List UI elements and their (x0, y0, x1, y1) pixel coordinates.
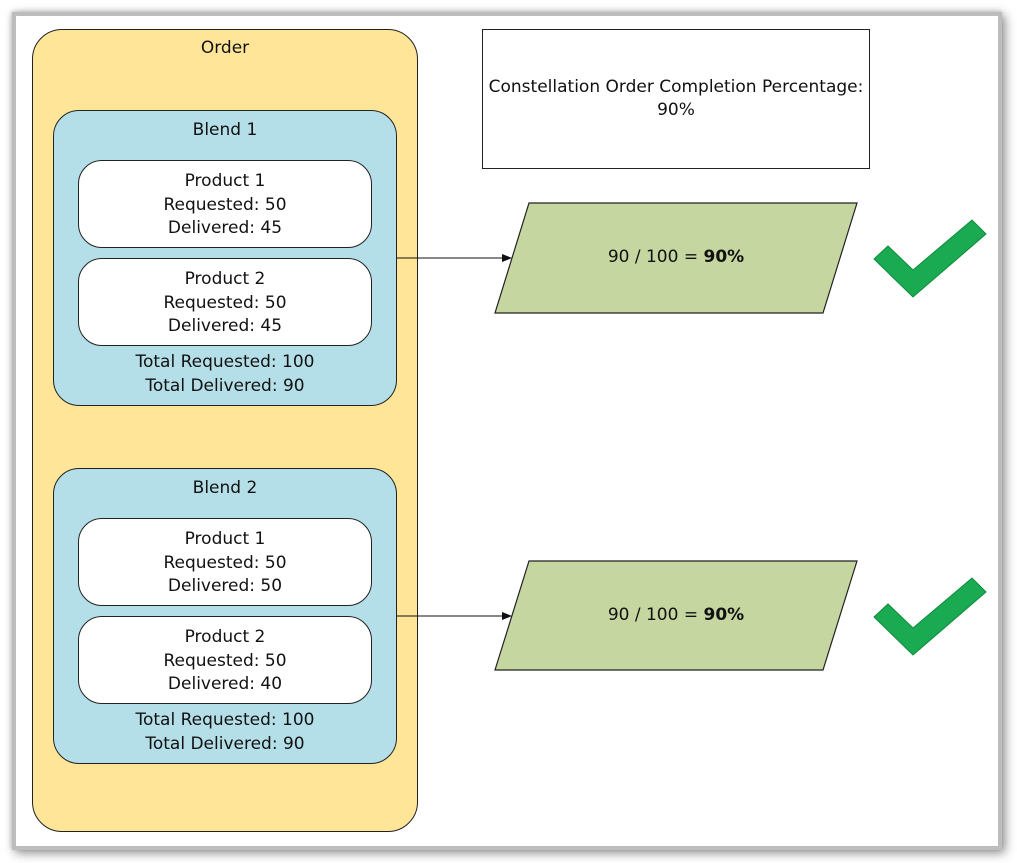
product-requested: Requested: 50 (163, 650, 287, 671)
blend-2-product-1: Product 1 Requested: 50 Delivered: 50 (78, 518, 372, 606)
blend-1-product-2: Product 2 Requested: 50 Delivered: 45 (78, 258, 372, 346)
summary-label: Constellation Order Completion Percentag… (488, 77, 864, 97)
total-delivered: Total Delivered: 90 (145, 733, 305, 754)
product-name: Product 2 (184, 269, 266, 289)
result-formula: 90 / 100 = (607, 247, 704, 267)
product-name: Product 1 (184, 529, 266, 549)
product-requested: Requested: 50 (163, 194, 287, 215)
blend-2-product-2: Product 2 Requested: 50 Delivered: 40 (78, 616, 372, 704)
blend-1-title: Blend 1 (192, 120, 258, 140)
blend-1-product-1: Product 1 Requested: 50 Delivered: 45 (78, 160, 372, 248)
total-requested: Total Requested: 100 (135, 710, 315, 730)
result-formula: 90 / 100 = (607, 605, 704, 625)
product-delivered: Delivered: 45 (167, 316, 283, 336)
blend-1-result-parallelogram (494, 202, 858, 314)
blend-2-totals: Total Requested: 100 Total Delivered: 90 (53, 709, 397, 756)
total-delivered: Total Delivered: 90 (145, 375, 305, 396)
product-delivered: Delivered: 40 (167, 674, 283, 694)
product-name: Product 1 (184, 171, 266, 191)
blend-2-result-parallelogram (494, 560, 858, 671)
blend-2-title: Blend 2 (192, 478, 258, 498)
result-percent: 90% (703, 247, 745, 267)
product-requested: Requested: 50 (163, 292, 287, 313)
result-percent: 90% (703, 605, 745, 625)
blend-1-totals: Total Requested: 100 Total Delivered: 90 (53, 351, 397, 398)
product-delivered: Delivered: 45 (167, 218, 283, 238)
total-requested: Total Requested: 100 (135, 352, 315, 372)
checkmark-icon (873, 577, 987, 656)
blend-2-result-text: 90 / 100 = 90% (506, 605, 846, 625)
product-requested: Requested: 50 (163, 552, 287, 573)
product-delivered: Delivered: 50 (167, 576, 283, 596)
summary-value: 90% (657, 100, 695, 120)
order-title: Order (200, 38, 250, 58)
product-name: Product 2 (184, 627, 266, 647)
completion-summary-box: Constellation Order Completion Percentag… (482, 29, 870, 169)
checkmark-icon (873, 219, 987, 298)
blend-1-result-text: 90 / 100 = 90% (506, 247, 846, 267)
